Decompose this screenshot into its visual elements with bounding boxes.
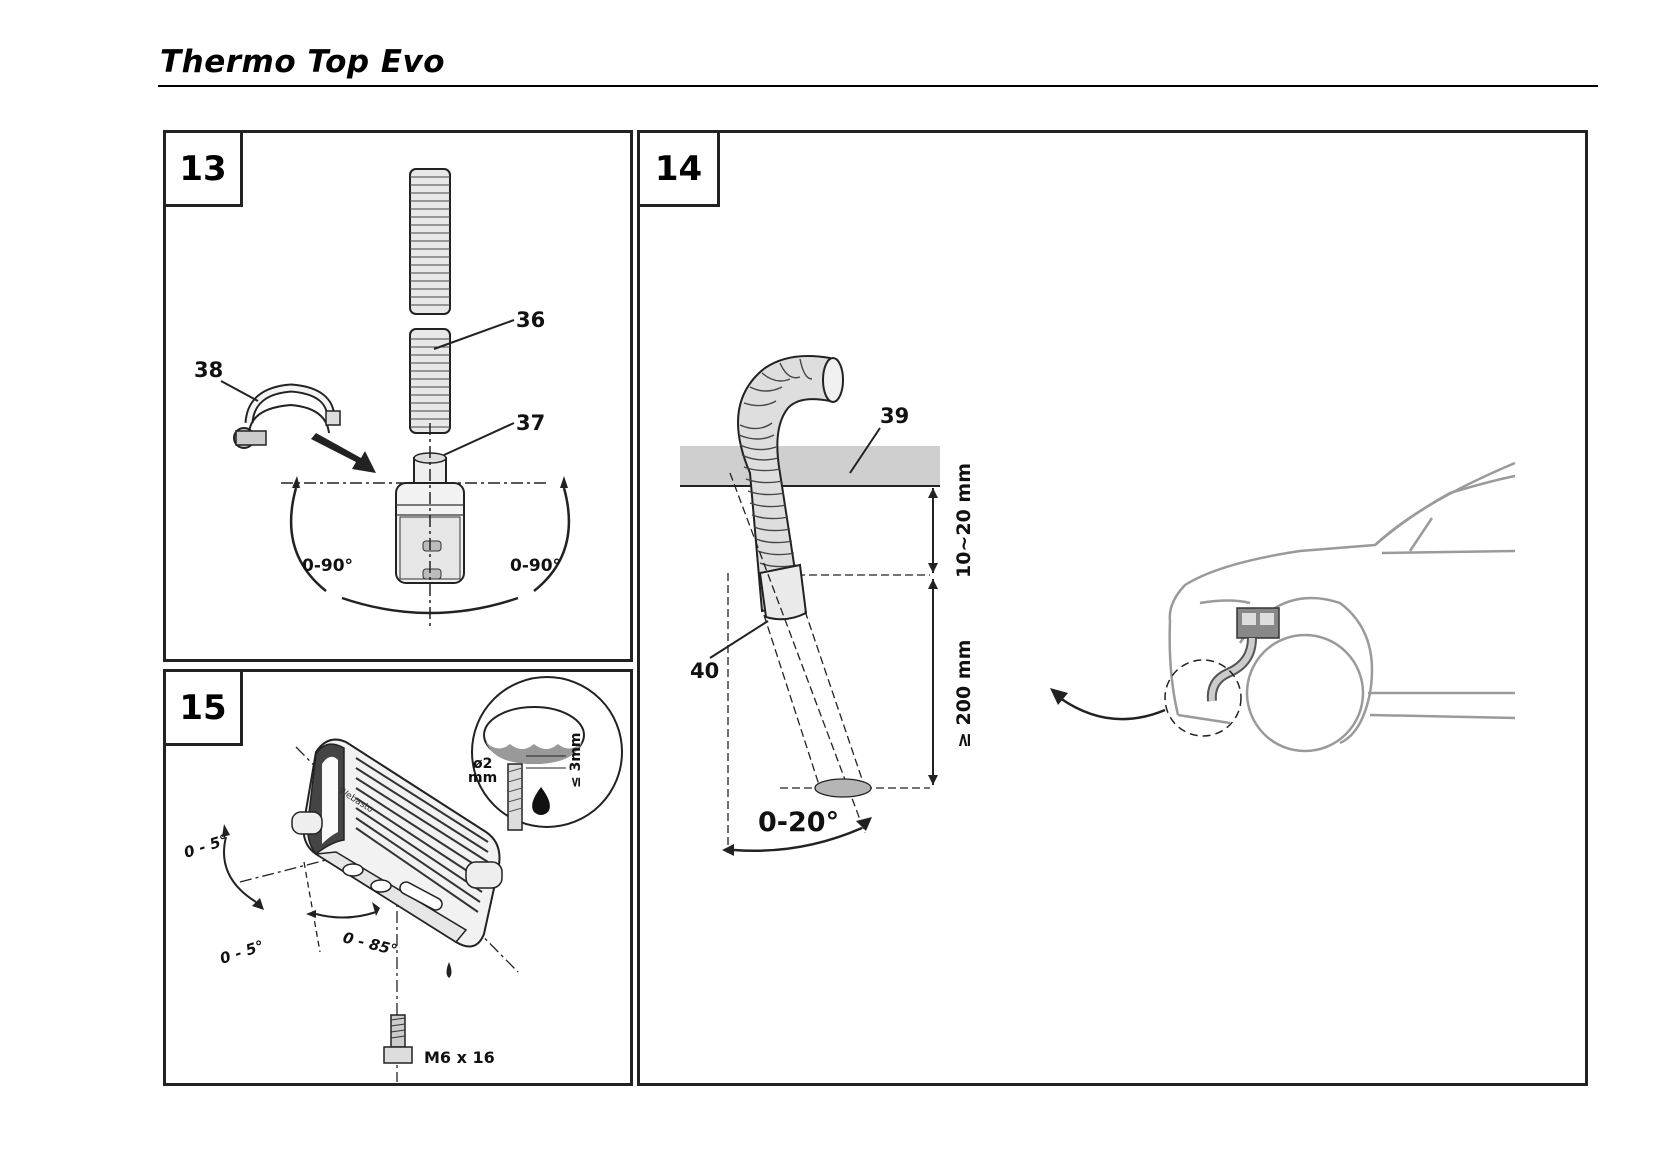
callout-40: 40 [690, 659, 719, 683]
heater-unit: Webasto [291, 738, 503, 948]
clearance-dimension-label: 10~20 mm [953, 463, 975, 578]
callout-38: 38 [194, 358, 223, 382]
callout-37: 37 [516, 411, 545, 435]
angle-label-left: 0-90° [302, 556, 353, 576]
figure-13-number: 13 [163, 130, 243, 207]
figure-14-panel: 14 [637, 130, 1588, 1086]
vehicle-floor [680, 446, 940, 486]
callout-39: 39 [880, 404, 909, 428]
angle-label: 0-20° [758, 807, 839, 838]
document-title: Thermo Top Evo [160, 44, 446, 80]
tilt-angle-bottom-label: 0 - 5° [218, 937, 266, 968]
exhaust-hose [737, 355, 844, 621]
title-rule [158, 85, 1598, 87]
mount-angle-label: 0 - 85° [341, 928, 399, 959]
figure-15-drawing: Webasto ø2 mm ≤ 3mm 0 - 5° [182, 676, 623, 1082]
angle-label-right: 0-90° [510, 556, 561, 576]
drill-diameter-label: ø2 [473, 756, 492, 772]
puddle [814, 778, 872, 798]
distance-dimension-label: ≥ 200 mm [953, 640, 975, 748]
drain-hole-detail [471, 676, 623, 831]
callout-36: 36 [516, 308, 545, 332]
mounting-bolt [383, 1014, 413, 1064]
figure-15-panel: 15 Webasto [163, 669, 633, 1086]
figure-13-panel: 13 [163, 130, 633, 662]
car-front-illustration [1168, 461, 1516, 753]
insert-arrow-icon [311, 433, 376, 473]
heater-in-vehicle [1206, 607, 1280, 702]
hose-clamp [233, 383, 341, 449]
corrugated-hose [409, 168, 451, 434]
drill-diameter-unit: mm [468, 770, 497, 786]
figure-14-number: 14 [637, 130, 720, 207]
drill-depth-label: ≤ 3mm [568, 732, 584, 788]
tilt-angle-top-label: 0 - 5° [182, 831, 230, 862]
bolt-spec-label: M6 x 16 [424, 1048, 495, 1067]
figure-13-drawing: 36 37 38 0-90° 0-90° [194, 168, 571, 628]
figure-15-number: 15 [163, 669, 243, 746]
figure-14-drawing: 39 40 10~20 mm ≥ 200 mm 0-20° [680, 355, 1516, 856]
